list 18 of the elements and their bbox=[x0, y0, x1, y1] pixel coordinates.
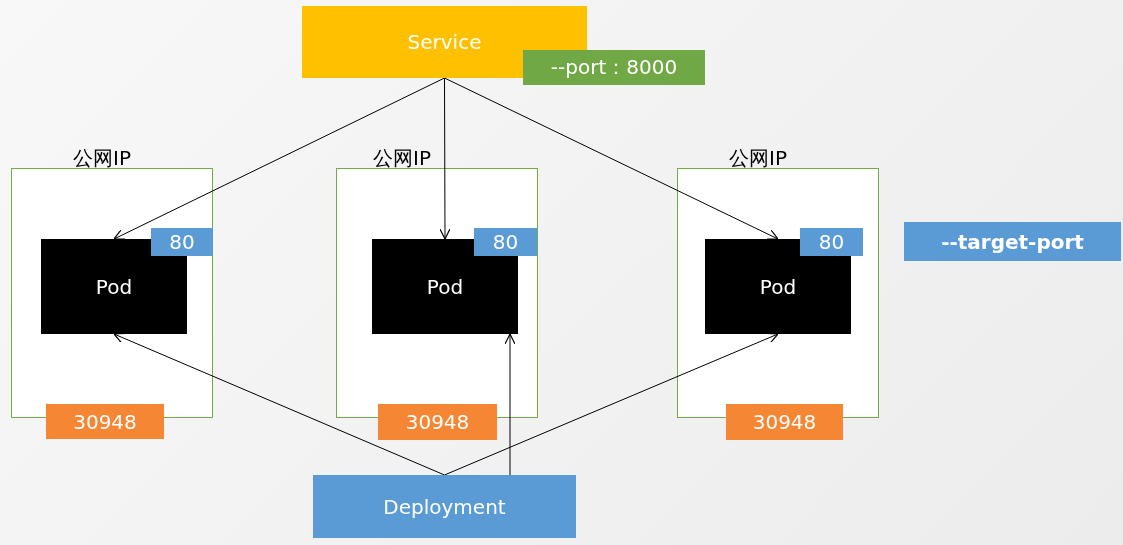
arrow bbox=[504, 333, 516, 476]
port-tag: --port：8000 bbox=[523, 50, 705, 85]
host-heading: 公网IP bbox=[729, 145, 787, 172]
deployment-box: Deployment bbox=[313, 475, 576, 538]
host-heading: 公网IP bbox=[73, 145, 131, 172]
port-tag: 80 bbox=[474, 228, 537, 256]
arrow bbox=[444, 77, 779, 240]
label-box: --target-port bbox=[904, 222, 1121, 261]
arrow bbox=[439, 77, 451, 240]
port-tag: 80 bbox=[800, 228, 863, 256]
arrow bbox=[113, 332, 445, 476]
node-port-tag: 30948 bbox=[378, 404, 497, 440]
node-port-tag: 30948 bbox=[726, 404, 843, 440]
arrow bbox=[113, 77, 445, 240]
port-tag: 80 bbox=[151, 228, 213, 256]
host-heading: 公网IP bbox=[373, 145, 431, 172]
arrow bbox=[444, 332, 779, 476]
node-port-tag: 30948 bbox=[46, 404, 164, 439]
